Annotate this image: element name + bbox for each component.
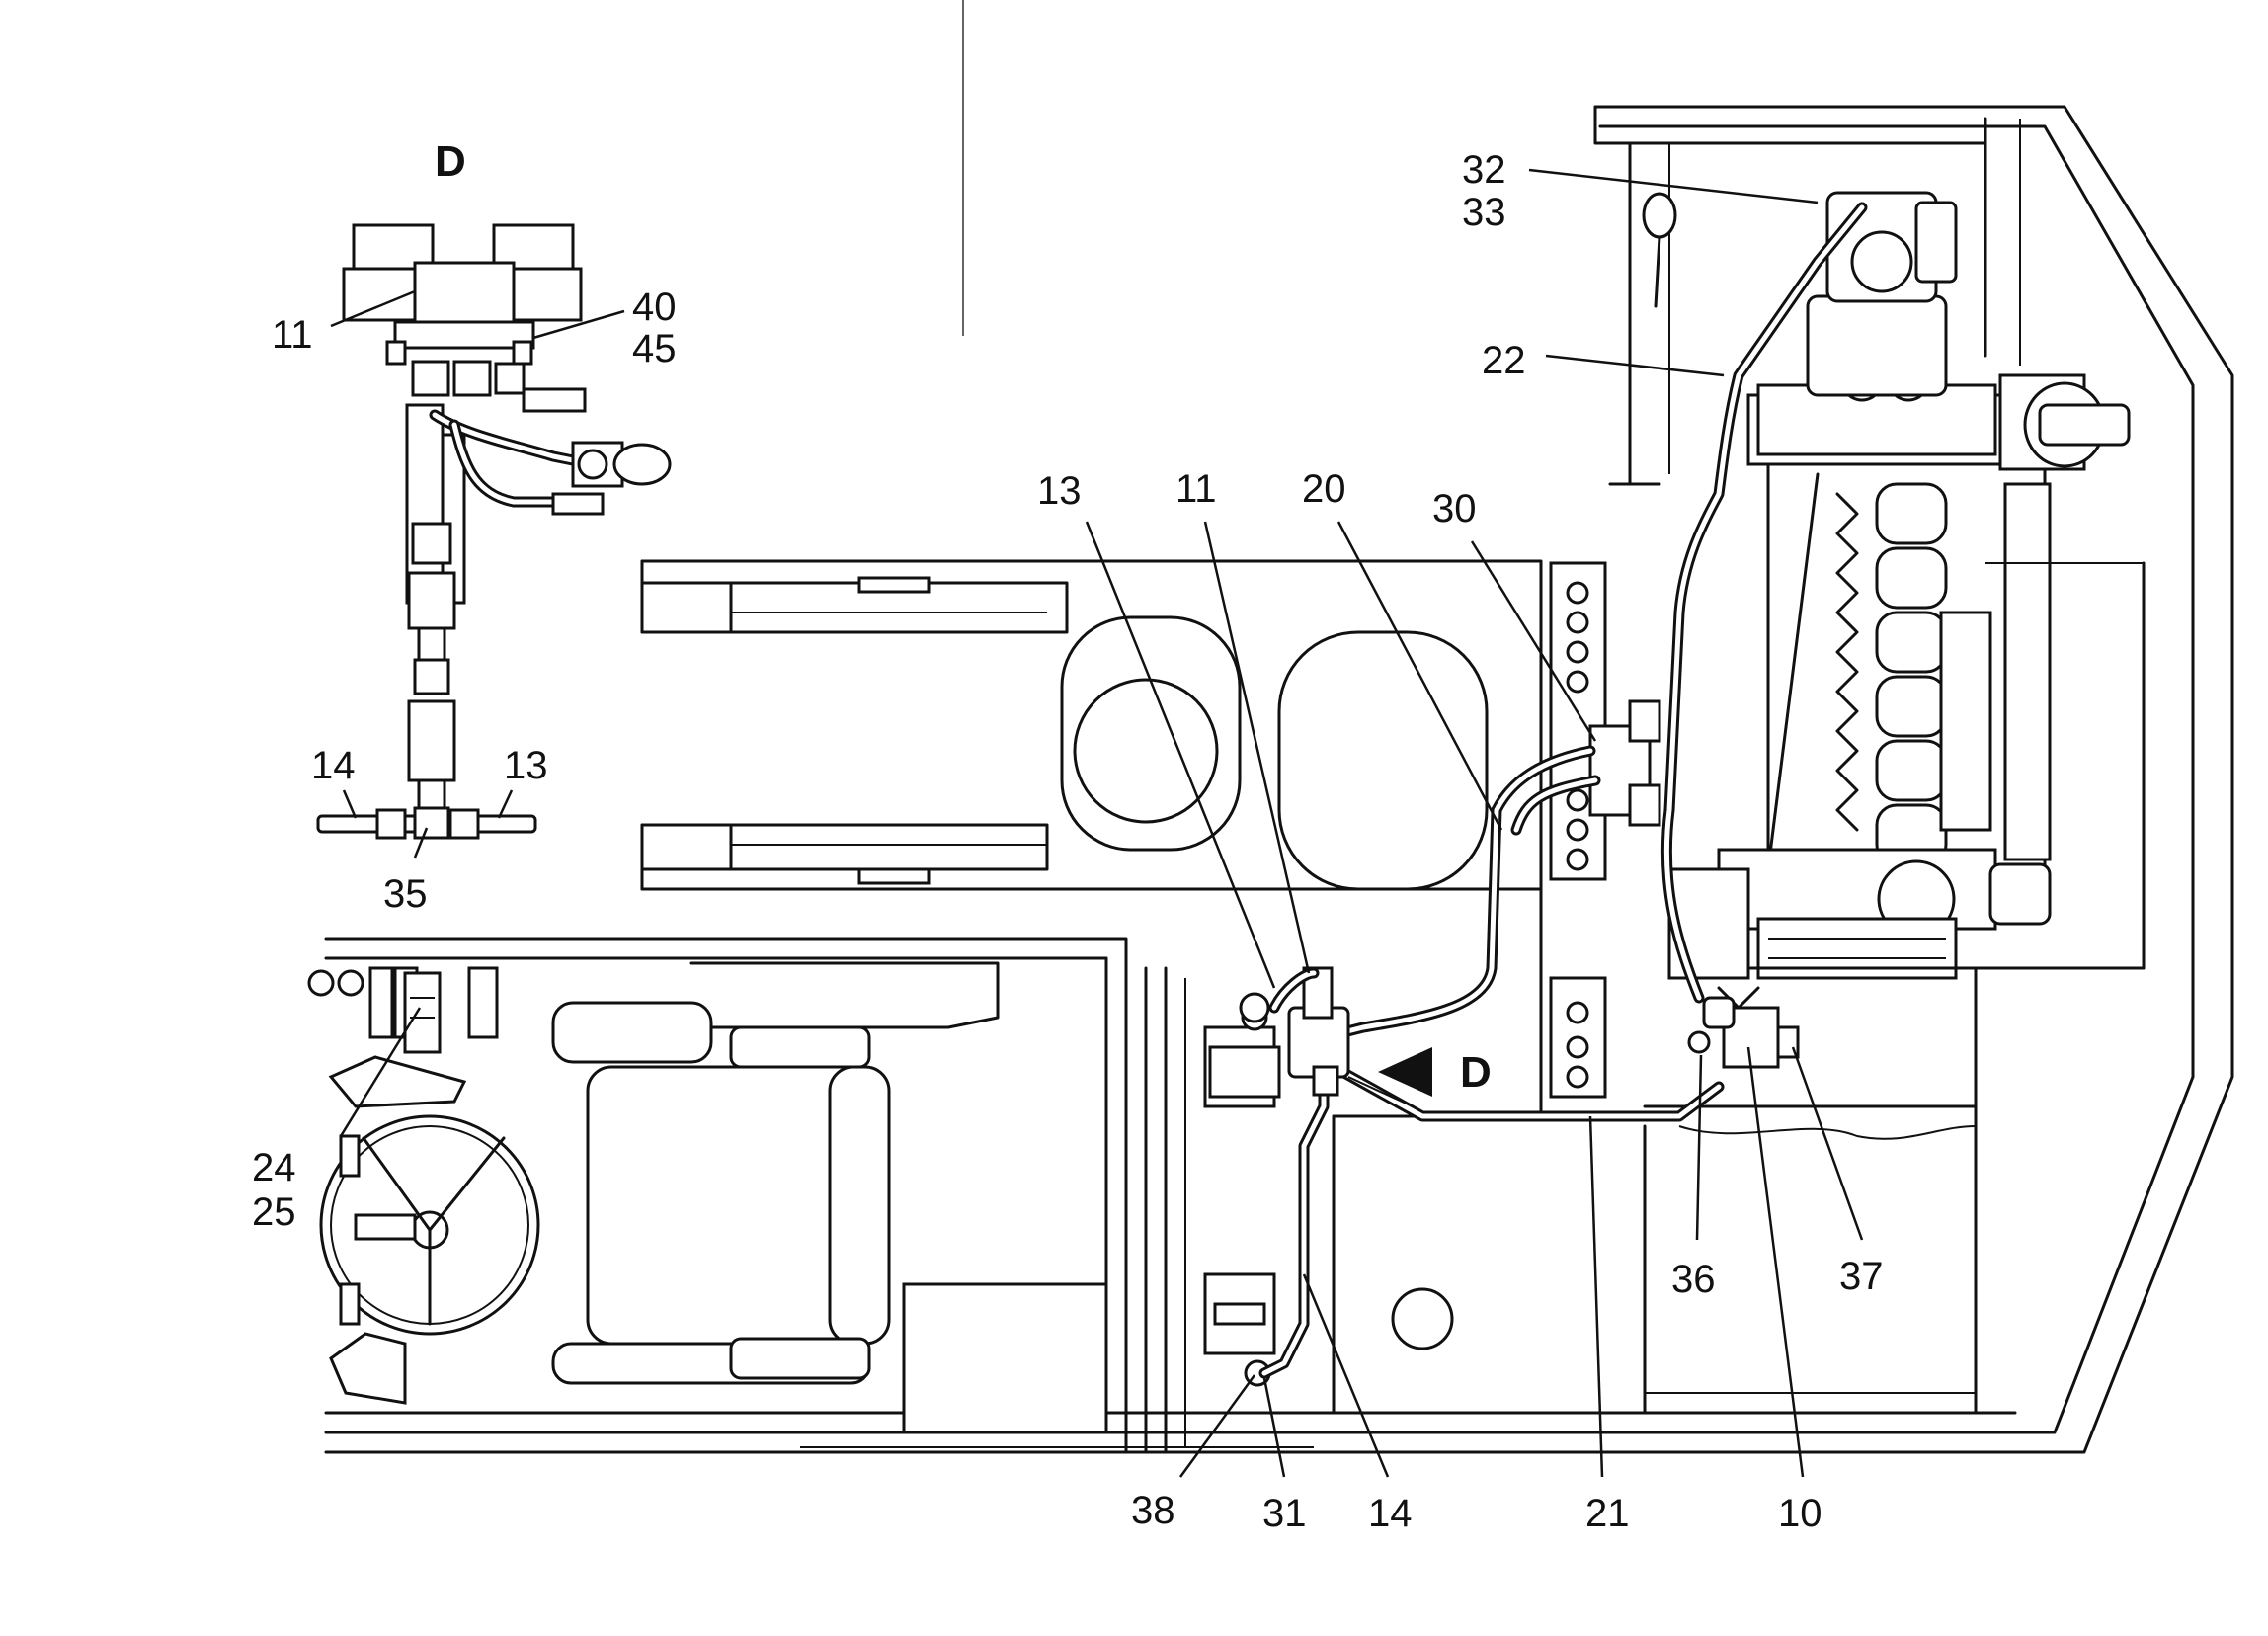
label-20: 20: [1302, 467, 1346, 511]
valve-bank-ports: [1566, 581, 1589, 871]
label-31: 31: [1262, 1492, 1307, 1535]
inset-tee-nut-right: [448, 808, 480, 840]
label-24: 24: [252, 1146, 296, 1189]
inset-actuator-eye: [577, 449, 608, 480]
inset-label-11: 11: [272, 313, 313, 357]
valve-base-plate: [393, 320, 535, 350]
inset-hose-clamp: [551, 492, 605, 516]
inset-actuator-cap: [612, 443, 672, 486]
pump-gear: [1850, 230, 1913, 293]
boom-ring: [1073, 678, 1219, 824]
gauge-right: [337, 969, 364, 997]
hull-outline: [324, 105, 2234, 1454]
air-filter-housing: [1756, 383, 1997, 456]
engine-bay-top: [1593, 105, 1602, 145]
inset-fitting-4: [413, 658, 450, 695]
inset-tee-body: [413, 806, 450, 840]
label-38: 38: [1131, 1489, 1175, 1532]
boom-rail-lower: [640, 823, 1049, 871]
inset-label-45: 45: [632, 327, 677, 370]
label-36: 36: [1671, 1258, 1716, 1301]
seat-armrest-top: [551, 1001, 713, 1064]
label-22: 22: [1482, 339, 1526, 382]
inset-fitting-5: [407, 699, 456, 782]
seat-backrest: [828, 1065, 891, 1346]
inset-tee-nut-left: [375, 808, 407, 840]
label-25: 25: [252, 1190, 296, 1234]
cab-outline: [324, 937, 1128, 1454]
fitting-stack-c: [494, 362, 526, 395]
label-33: 33: [1462, 191, 1506, 234]
label-13: 13: [1037, 469, 1082, 513]
side-fitting: [522, 387, 587, 413]
switch-panel: [368, 966, 394, 1039]
valve-block: [413, 261, 516, 326]
fitting-stack-b: [452, 360, 492, 397]
indicator-panel: [467, 966, 499, 1039]
inset-label-35: 35: [383, 872, 428, 916]
labels: D D 11 40 45 14 13 35 32 33 22 13 11 20 …: [252, 137, 1884, 1535]
inset-fitting-1: [411, 522, 452, 565]
leader-lines: [330, 168, 1864, 1478]
cab-console-box: [902, 1282, 1108, 1434]
seat-back: [689, 961, 1000, 1029]
pedal-bottom: [329, 1332, 407, 1405]
fitting-36: [1687, 1030, 1711, 1054]
access-hole: [1391, 1287, 1454, 1350]
label-14: 14: [1368, 1492, 1413, 1535]
valve-mount-bolt-left: [385, 340, 407, 366]
gauge-left: [307, 969, 335, 997]
exhaust-manifold: [1939, 611, 1992, 832]
label-30: 30: [1432, 487, 1477, 531]
engine-side-rail: [2003, 482, 2052, 861]
detail-view-d: [316, 223, 672, 840]
inset-label-40: 40: [632, 286, 677, 329]
boom-rail-upper-inner: [640, 581, 1069, 634]
label-32: 32: [1462, 148, 1506, 192]
pedal-top: [328, 1055, 467, 1108]
inset-label-14: 14: [311, 744, 356, 787]
inset-fitting-2: [407, 571, 456, 630]
detail-view-title: D: [435, 137, 466, 186]
inset-label-13: 13: [504, 744, 548, 787]
valve-coil-left: [342, 267, 427, 322]
valve-mount-bolt-right: [512, 340, 533, 366]
hull-inner-outline: [324, 124, 2195, 1434]
boom-window-right: [1277, 630, 1489, 891]
hose-routing: [1208, 202, 1868, 1379]
operator-cab: [307, 937, 1128, 1454]
label-21: 21: [1585, 1492, 1630, 1535]
fitting-13: [1239, 992, 1270, 1023]
switch-panel-24: [403, 971, 442, 1054]
label-11: 11: [1175, 467, 1217, 511]
view-direction-label: D: [1460, 1048, 1492, 1097]
hood-latch-ring: [1642, 192, 1677, 239]
fitting-stack-a: [411, 360, 450, 397]
view-arrow: [1378, 1047, 1432, 1097]
pump-housing: [1806, 294, 1948, 397]
label-10: 10: [1778, 1492, 1822, 1535]
label-37: 37: [1839, 1255, 1884, 1298]
inset-fitting-3: [417, 626, 446, 662]
